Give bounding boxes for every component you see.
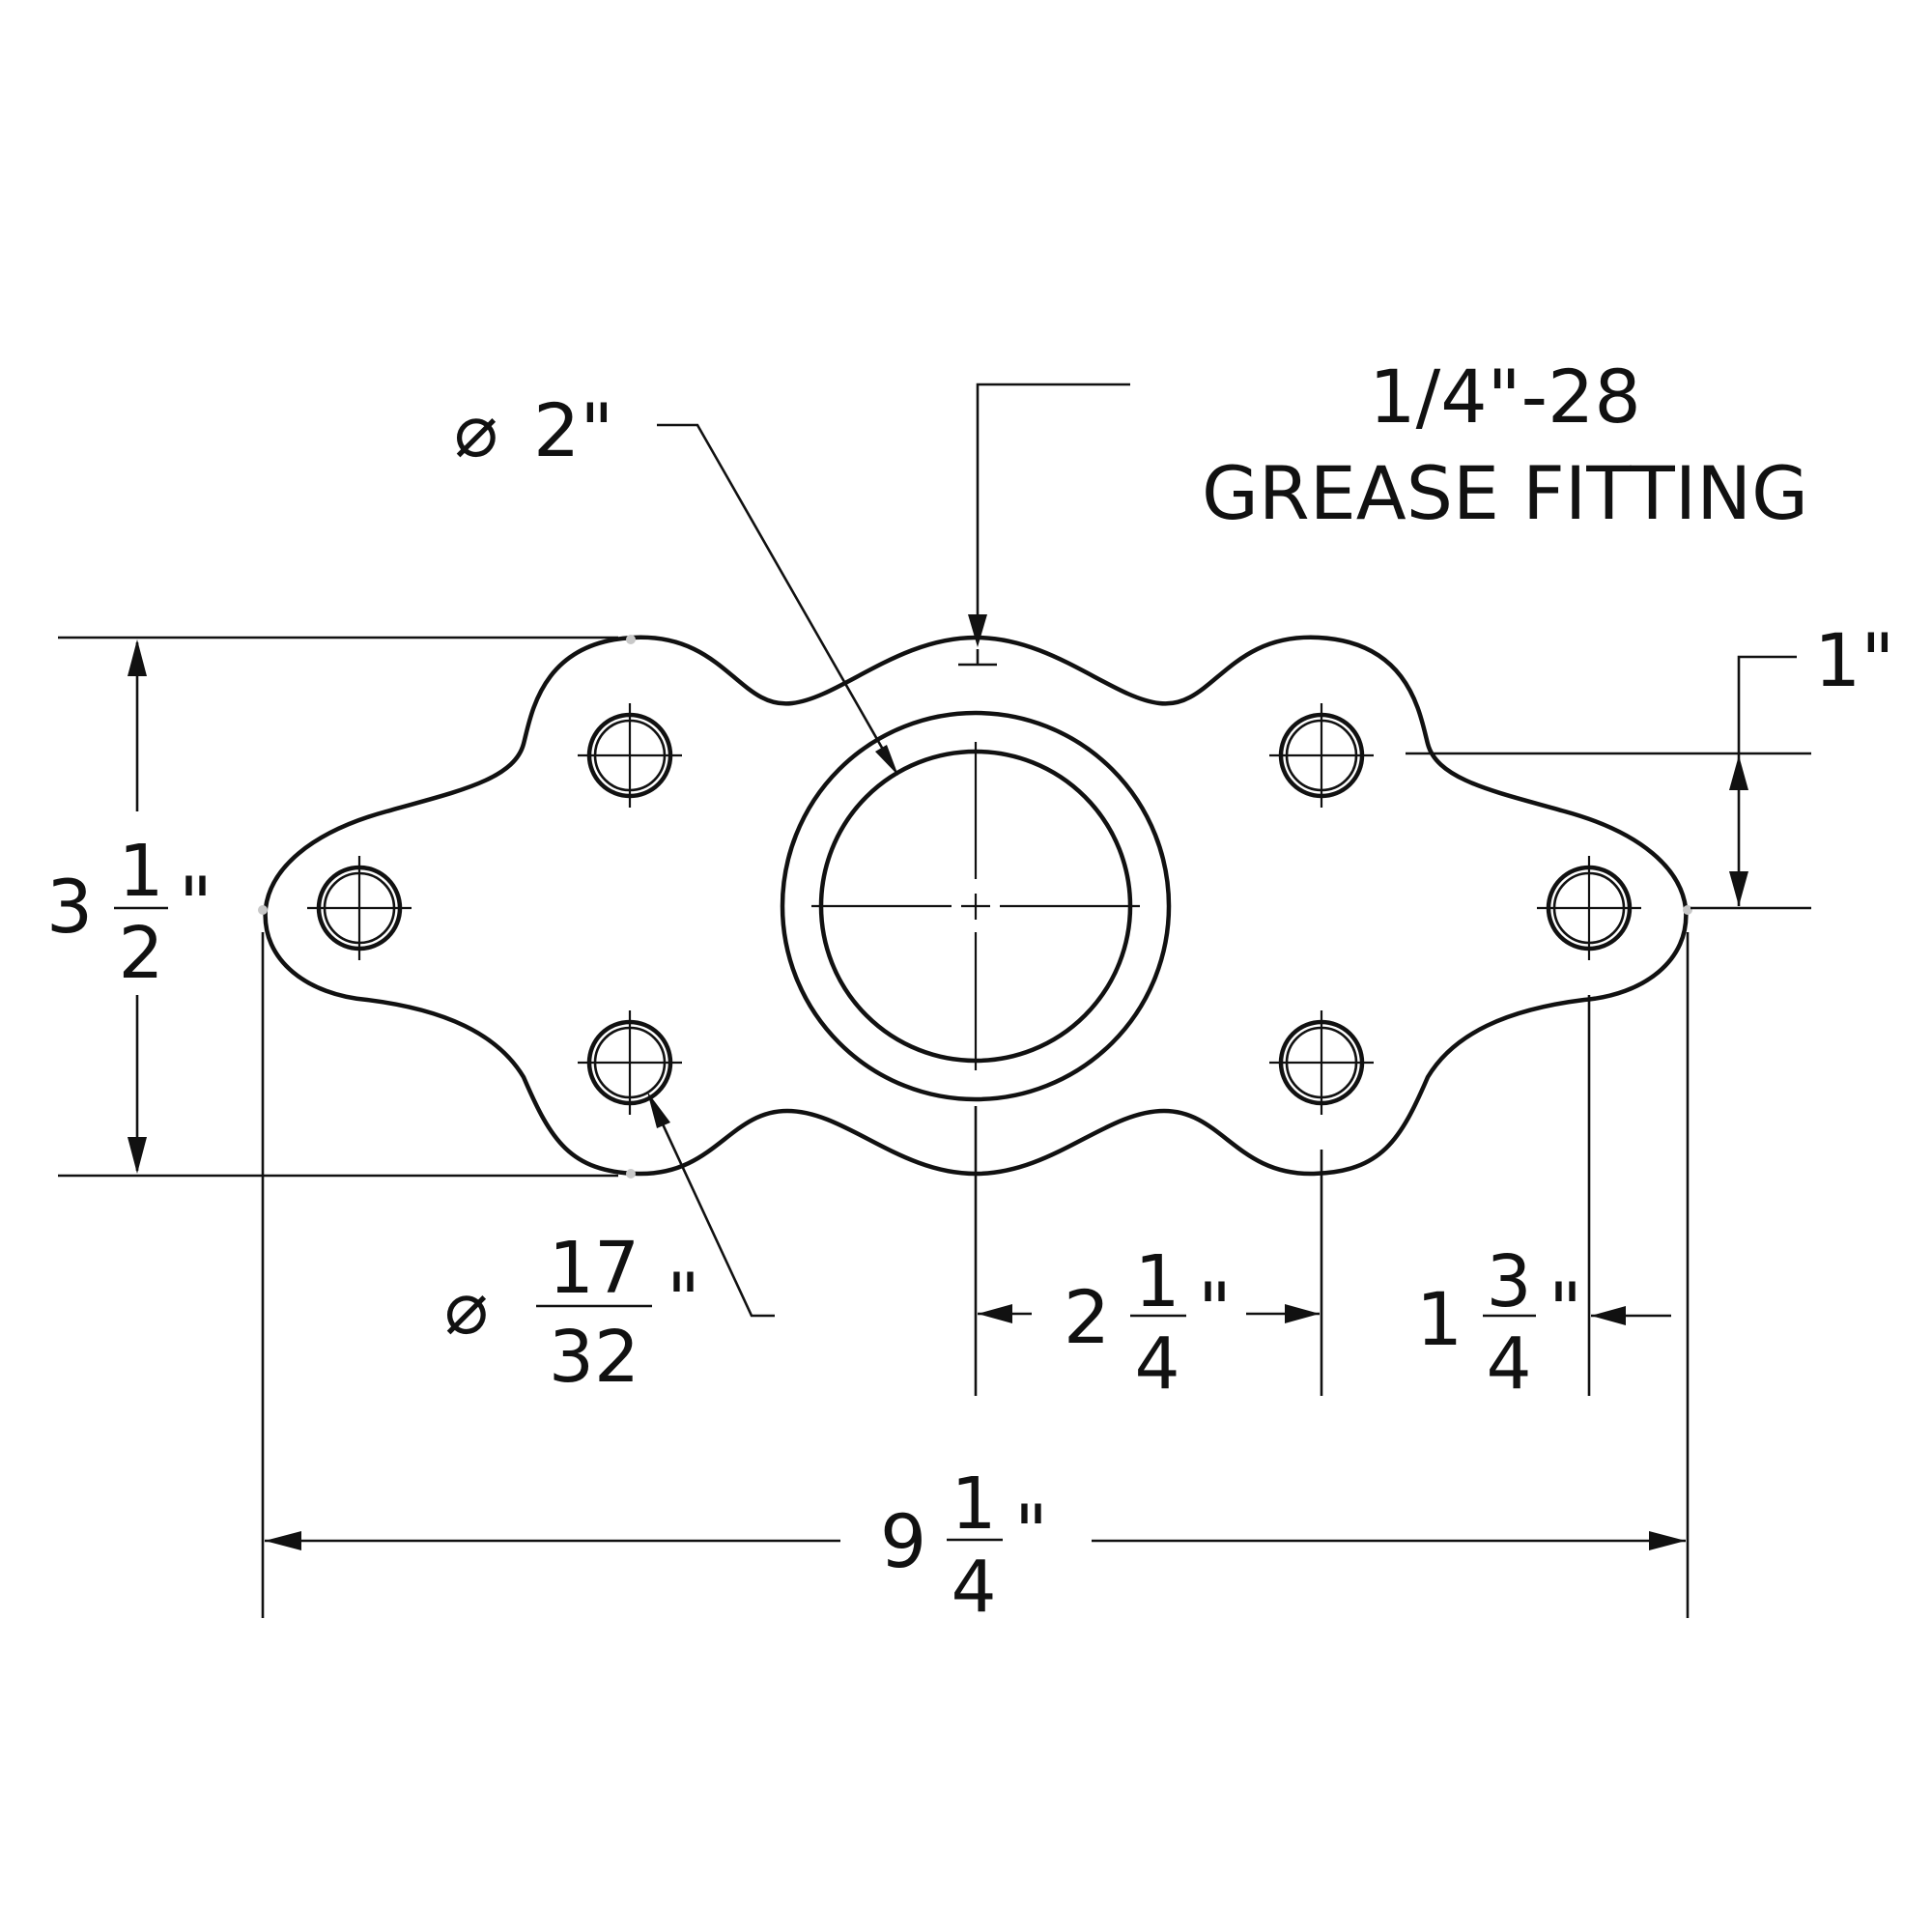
hole-offset-dimension — [1406, 655, 1811, 910]
hole-diameter-denominator: 32 — [549, 1316, 639, 1399]
grease-fitting-label: GREASE FITTING — [1202, 450, 1808, 536]
plate-outline — [263, 635, 1689, 1177]
hole-diameter-numerator: 17 — [549, 1227, 639, 1310]
hole-to-edge-whole: 1 — [1416, 1276, 1463, 1362]
overall-height-numerator: 1 — [118, 830, 163, 913]
overall-width-unit: " — [1014, 1489, 1048, 1575]
overall-width-dimension — [261, 932, 1686, 1618]
hole-to-edge-dimension — [1587, 932, 1690, 1618]
hole-bottom-left — [578, 1010, 682, 1115]
bore-diameter-leader — [657, 423, 898, 776]
overall-height-whole: 3 — [46, 864, 93, 950]
overall-width-whole: 9 — [880, 1498, 926, 1584]
grease-fitting-thread-label: 1/4"-28 — [1369, 354, 1640, 440]
hole-right — [1537, 856, 1641, 960]
grip-markers — [258, 635, 1692, 1179]
center-to-hole-whole: 2 — [1064, 1274, 1110, 1360]
center-to-hole-unit: " — [1198, 1266, 1232, 1352]
grease-fitting-leader — [958, 383, 1130, 667]
hole-diameter-leader — [647, 1092, 775, 1318]
overall-width-numerator: 1 — [951, 1463, 996, 1546]
hole-to-edge-denominator: 4 — [1486, 1322, 1531, 1406]
hole-top-left — [578, 703, 682, 808]
hole-left — [307, 856, 412, 960]
hole-diameter-unit: " — [667, 1257, 700, 1343]
center-to-hole-dimension — [974, 1106, 1323, 1396]
diameter-symbol: ⌀ — [454, 387, 498, 473]
hole-bottom-right — [1269, 1010, 1374, 1115]
hole-offset-label: 1" — [1814, 617, 1894, 703]
hole-to-edge-numerator: 3 — [1486, 1240, 1531, 1323]
overall-height-denominator: 2 — [118, 912, 163, 995]
center-to-hole-numerator: 1 — [1134, 1240, 1179, 1323]
center-to-hole-denominator: 4 — [1134, 1322, 1179, 1406]
overall-width-denominator: 4 — [951, 1546, 996, 1629]
overall-height-unit: " — [179, 861, 213, 947]
center-bore — [780, 710, 1172, 1102]
mounting-holes — [307, 703, 1641, 1115]
bore-diameter-label: 2" — [533, 387, 613, 473]
hole-top-right — [1269, 703, 1374, 808]
diameter-symbol: ⌀ — [444, 1264, 489, 1350]
overall-height-dimension — [58, 636, 618, 1178]
hole-to-edge-unit: " — [1548, 1266, 1582, 1352]
